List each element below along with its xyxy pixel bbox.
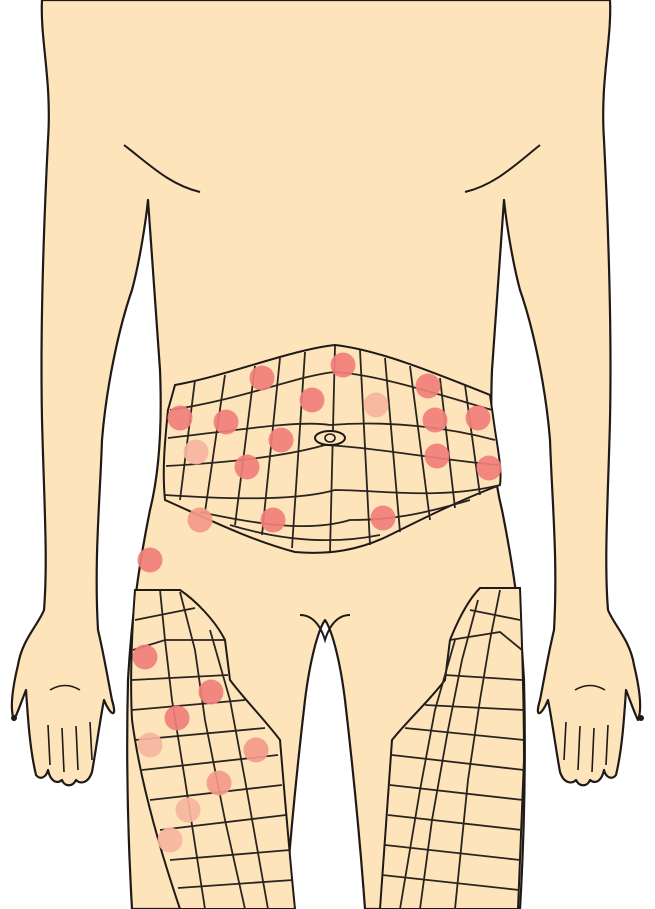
navel (315, 431, 345, 445)
injection-site-abdomen (188, 508, 213, 533)
injection-site-abdomen (423, 408, 448, 433)
injection-site-abdomen (331, 353, 356, 378)
injection-site-abdomen (364, 393, 389, 418)
injection-site-abdomen (425, 444, 450, 469)
fingernails (11, 715, 644, 721)
injection-site-abdomen (466, 406, 491, 431)
injection-site-right-thigh (133, 645, 158, 670)
injection-site-abdomen (416, 374, 441, 399)
injection-site-abdomen (184, 440, 209, 465)
injection-site-right-thigh (207, 771, 232, 796)
injection-site-right-thigh (165, 706, 190, 731)
injection-site-abdomen (300, 388, 325, 413)
injection-site-right-thigh (244, 738, 269, 763)
injection-site-abdomen (168, 406, 193, 431)
injection-site-abdomen (138, 548, 163, 573)
injection-site-abdomen (269, 428, 294, 453)
injection-site-right-thigh (199, 680, 224, 705)
injection-site-abdomen (214, 410, 239, 435)
injection-site-abdomen (250, 366, 275, 391)
injection-site-abdomen (477, 456, 502, 481)
injection-site-abdomen (235, 455, 260, 480)
injection-site-abdomen (371, 506, 396, 531)
injection-site-abdomen (261, 508, 286, 533)
injection-site-right-thigh (158, 828, 183, 853)
injection-site-right-thigh (176, 798, 201, 823)
injection-site-right-thigh (138, 733, 163, 758)
